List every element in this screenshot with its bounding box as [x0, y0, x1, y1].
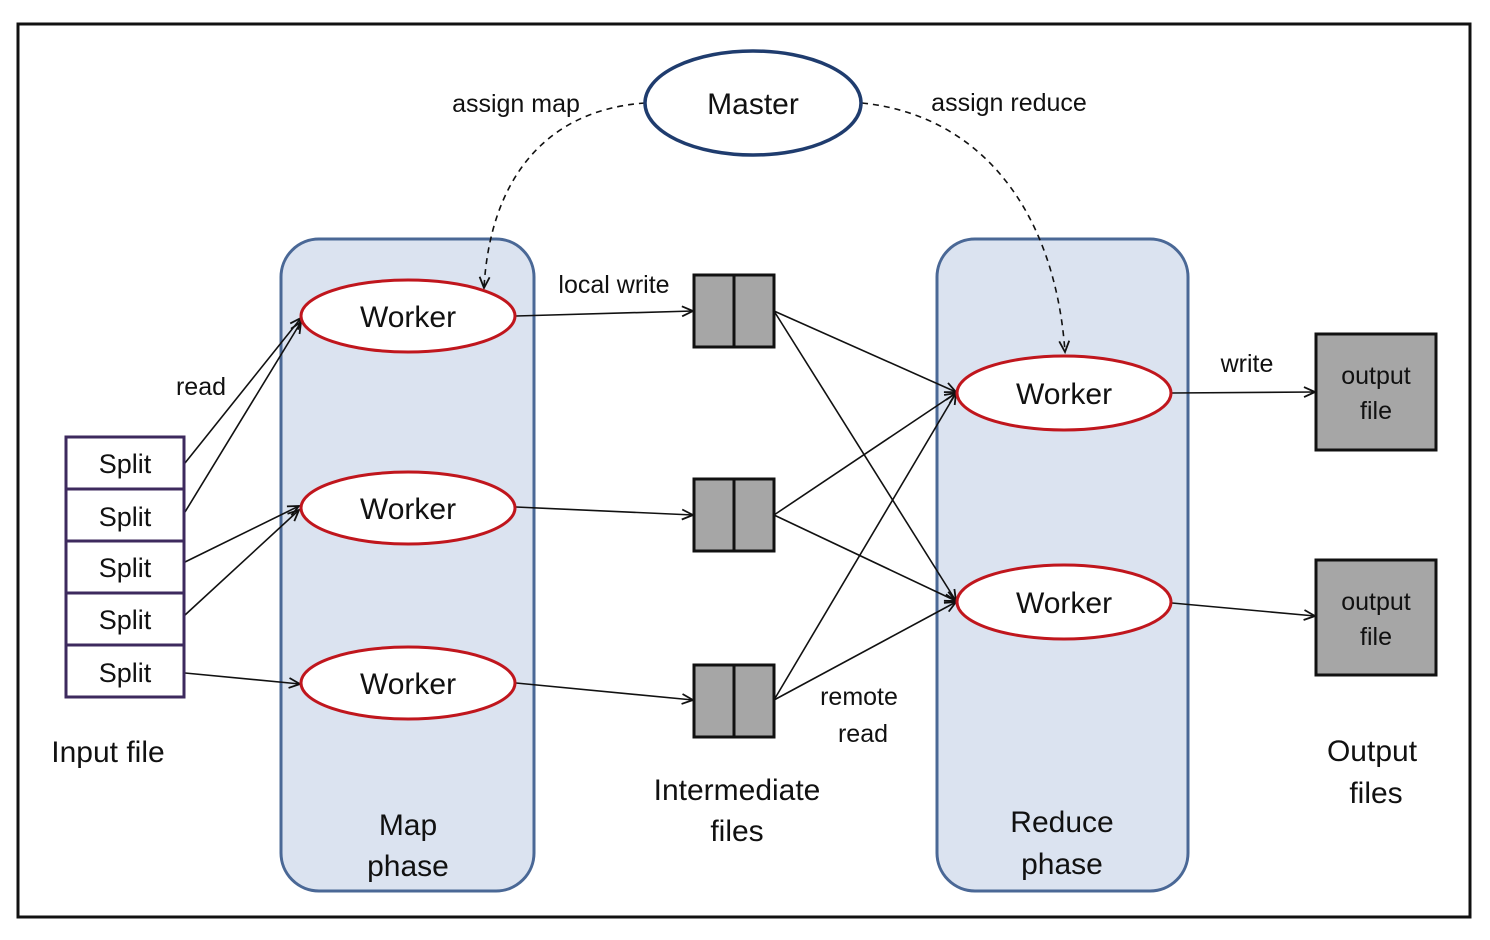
reduce-worker-node	[955, 563, 1173, 641]
output-file-label-line2: file	[1360, 397, 1392, 425]
intermediate-caption-line2: files	[710, 815, 763, 848]
split-box	[64, 591, 186, 647]
intermediate-caption-line1: Intermediate	[654, 774, 821, 807]
map-worker-node	[299, 645, 517, 721]
map-worker-node	[299, 470, 517, 546]
output-file-label-line1: output	[1341, 588, 1411, 616]
map-worker-label: Worker	[360, 301, 456, 334]
split-box	[64, 435, 186, 491]
intermediate-files	[692, 273, 776, 739]
output-caption-line1: Output	[1327, 735, 1418, 768]
reduce-phase-caption-line2: phase	[1021, 848, 1103, 881]
master-node	[643, 49, 863, 157]
split-box	[64, 643, 186, 699]
reduce-worker-label: Worker	[1016, 587, 1112, 620]
reduce-worker-label: Worker	[1016, 378, 1112, 411]
map-worker-node	[299, 278, 517, 354]
map-worker-label: Worker	[360, 493, 456, 526]
split-box	[64, 539, 186, 595]
master-label: Master	[707, 88, 799, 121]
assign-map-edge	[484, 102, 646, 288]
read-edges	[184, 318, 301, 684]
write-label: write	[1220, 350, 1274, 378]
split-label: Split	[99, 605, 152, 635]
split-box	[64, 487, 186, 543]
split-label: Split	[99, 502, 152, 532]
reduce-phase-caption-line1: Reduce	[1010, 806, 1113, 839]
output-files: output file output file	[1314, 332, 1438, 677]
write-edges	[1171, 392, 1315, 616]
split-label: Split	[99, 553, 152, 583]
diagram-frame	[16, 22, 1472, 919]
local-write-edges	[515, 311, 693, 700]
output-file-label-line2: file	[1360, 623, 1392, 651]
remote-read-label-line2: read	[838, 720, 888, 748]
assign-reduce-label: assign reduce	[931, 89, 1087, 117]
remote-read-label-line1: remote	[820, 683, 898, 711]
output-file-label-line1: output	[1341, 362, 1411, 390]
assign-map-label: assign map	[452, 90, 580, 118]
map-phase-box	[279, 237, 536, 893]
map-worker-label: Worker	[360, 668, 456, 701]
output-file-box	[1314, 558, 1438, 677]
output-file-box	[1314, 332, 1438, 452]
split-label: Split	[99, 449, 152, 479]
reduce-workers: Worker Worker	[955, 354, 1173, 641]
output-caption-line2: files	[1349, 777, 1402, 810]
input-file: Split Split Split Split Split	[64, 435, 186, 699]
map-phase-caption-line1: Map	[379, 809, 437, 842]
split-label: Split	[99, 658, 152, 688]
remote-read-edges	[773, 310, 956, 701]
assign-reduce-edge	[861, 102, 1065, 352]
map-workers: Worker Worker Worker	[299, 278, 517, 721]
input-file-caption: Input file	[51, 736, 164, 769]
local-write-label: local write	[558, 271, 669, 299]
read-label: read	[176, 373, 226, 401]
map-phase-caption-line2: phase	[367, 850, 449, 883]
reduce-worker-node	[955, 354, 1173, 432]
